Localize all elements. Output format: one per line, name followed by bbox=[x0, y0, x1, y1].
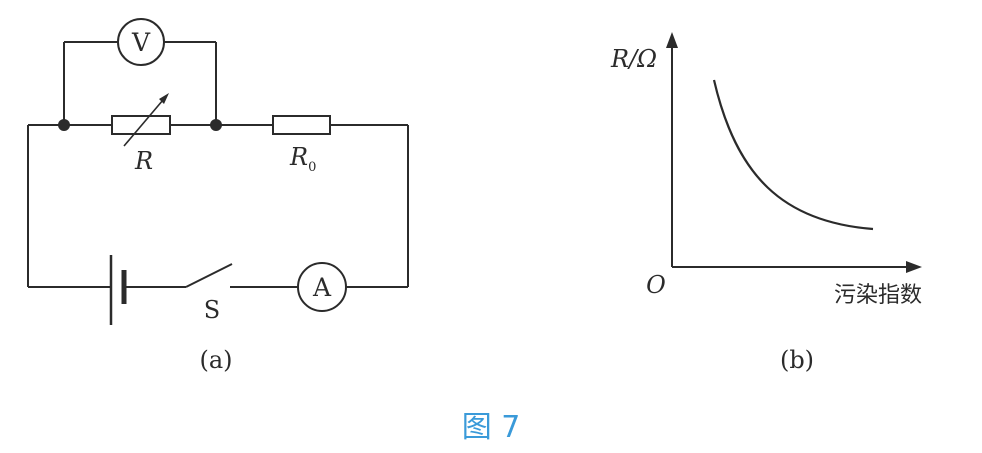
junction-dot-left bbox=[58, 119, 70, 131]
fixed-resistor-subscript: 0 bbox=[308, 160, 316, 175]
origin-label: O bbox=[646, 271, 666, 299]
fixed-resistor bbox=[272, 115, 331, 135]
switch-blade bbox=[185, 263, 233, 288]
variable-resistor bbox=[111, 93, 171, 147]
y-axis-label: R/Ω bbox=[610, 45, 657, 73]
graph-caption: (b) bbox=[780, 346, 814, 374]
y-axis-arrow bbox=[666, 32, 678, 48]
x-axis-arrow bbox=[906, 261, 922, 273]
battery bbox=[109, 255, 127, 325]
circuit-caption: (a) bbox=[199, 346, 232, 374]
junction-dot-right bbox=[210, 119, 222, 131]
ammeter-label: A bbox=[312, 273, 332, 302]
switch-label: S bbox=[204, 296, 220, 324]
resistor-arrow-shaft bbox=[123, 99, 164, 147]
resistance-graph bbox=[666, 32, 922, 273]
figure-caption: 图 7 bbox=[462, 410, 521, 445]
switch bbox=[185, 263, 233, 288]
fixed-resistor-label: R0 bbox=[289, 143, 316, 175]
resistor-arrow-head bbox=[159, 93, 169, 104]
circuit-diagram bbox=[27, 41, 409, 288]
ammeter: A bbox=[297, 262, 347, 312]
voltmeter: V bbox=[117, 18, 165, 66]
x-axis-label: 污染指数 bbox=[834, 283, 922, 308]
resistor-label: R bbox=[134, 147, 153, 175]
resistance-curve bbox=[712, 79, 874, 231]
voltmeter-label: V bbox=[131, 28, 151, 57]
